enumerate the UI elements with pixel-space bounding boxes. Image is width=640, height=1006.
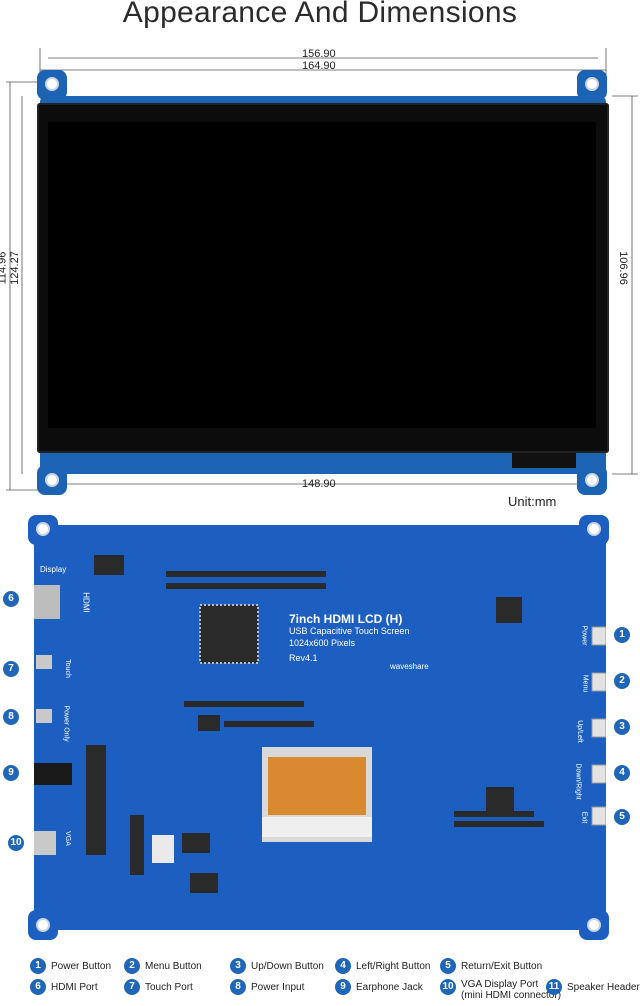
- legend-item: 2 Menu Button: [124, 958, 202, 974]
- marker-5: 5: [614, 809, 630, 825]
- silk-updown-button: Up/Left: [575, 720, 583, 743]
- marker-4: 4: [614, 765, 630, 781]
- back-pcb: [34, 525, 606, 930]
- board-name: 7inch HDMI LCD (H): [289, 612, 403, 626]
- dim-left-outer: 124.27: [8, 251, 21, 285]
- silk-power-button: Power: [580, 625, 588, 646]
- legend-number: 9: [335, 979, 351, 995]
- board-components: [34, 555, 606, 893]
- mount-hole: [36, 522, 50, 536]
- mount-hole: [585, 473, 599, 487]
- marker-1: 1: [614, 627, 630, 643]
- mount-hole: [36, 918, 50, 932]
- legend-number: 8: [230, 979, 246, 995]
- silk-power: Power Only: [62, 705, 70, 742]
- dim-top-outer: 164.90: [302, 60, 336, 72]
- silk-hdmi: HDMI: [81, 592, 91, 613]
- legend-item: 9 Earphone Jack: [335, 979, 423, 995]
- legend-number: 2: [124, 958, 140, 974]
- dim-left-inner: 114.96: [0, 251, 9, 285]
- marker-6: 6: [3, 591, 19, 607]
- fpc-cable: [512, 453, 576, 468]
- legend-number: 11: [546, 979, 562, 995]
- silk-exit-button: Exit: [580, 811, 588, 824]
- legend-number: 5: [440, 958, 456, 974]
- legend-label: Power Input: [251, 981, 305, 993]
- brand-logo: waveshare: [390, 662, 429, 671]
- mount-hole: [45, 77, 59, 91]
- legend-item: 5 Return/Exit Button: [440, 958, 542, 974]
- legend-label: Speaker Header: [567, 981, 640, 993]
- legend-label: Menu Button: [145, 960, 202, 972]
- dim-right: 106.96: [616, 251, 629, 285]
- legend-number: 10: [440, 979, 456, 995]
- legend-number: 7: [124, 979, 140, 995]
- silk-downright-button: Down/Right: [574, 763, 582, 800]
- display-screen: [48, 122, 596, 428]
- board-resolution: 1024x600 Pixels: [289, 638, 356, 648]
- legend-label: Return/Exit Button: [461, 960, 543, 972]
- legend-label: HDMI Port: [51, 981, 98, 993]
- legend-item: 1 Power Button: [30, 958, 111, 974]
- marker-9: 9: [3, 765, 19, 781]
- legend-label: Up/Down Button: [251, 960, 324, 972]
- dim-bottom: 148.90: [302, 478, 336, 490]
- marker-2: 2: [614, 673, 630, 689]
- marker-7: 7: [3, 661, 19, 677]
- legend-number: 6: [30, 979, 46, 995]
- legend-item: 11 Speaker Header: [546, 979, 640, 995]
- mount-hole: [585, 77, 599, 91]
- silk-vga: VGA: [63, 831, 71, 846]
- unit-label: Unit:mm: [508, 494, 557, 509]
- mount-hole: [587, 918, 601, 932]
- legend-number: 1: [30, 958, 46, 974]
- legend-item: 4 Left/Right Button: [335, 958, 431, 974]
- legend-label: Power Button: [51, 960, 112, 972]
- page-title: Appearance And Dimensions: [122, 0, 518, 29]
- legend-label-sub: (mini HDMI connector): [461, 990, 562, 1001]
- dim-top-inner: 156.90: [302, 48, 336, 60]
- legend-label: VGA Display Port: [461, 979, 539, 990]
- silk-touch: Touch: [63, 659, 71, 678]
- legend-item: 6 HDMI Port: [30, 979, 98, 995]
- legend-label: Earphone Jack: [356, 981, 423, 993]
- silk-menu-button: Menu: [581, 674, 589, 693]
- legend-number: 4: [335, 958, 351, 974]
- legend-label: Touch Port: [145, 981, 193, 993]
- silk-display: Display: [40, 565, 67, 574]
- marker-8: 8: [3, 709, 19, 725]
- board-rev: Rev4.1: [289, 653, 318, 663]
- mount-hole: [587, 522, 601, 536]
- board-subtitle: USB Capacitive Touch Screen: [289, 626, 410, 636]
- legend-item: 8 Power Input: [230, 979, 304, 995]
- legend-item: 10 VGA Display Port (mini HDMI connector…: [440, 979, 561, 1001]
- legend-item: 7 Touch Port: [124, 979, 193, 995]
- mount-hole: [45, 473, 59, 487]
- marker-3: 3: [614, 719, 630, 735]
- legend-item: 3 Up/Down Button: [230, 958, 324, 974]
- legend-number: 3: [230, 958, 246, 974]
- dimension-lines: [6, 48, 638, 491]
- legend-label: Left/Right Button: [356, 960, 431, 972]
- marker-10: 10: [8, 835, 24, 851]
